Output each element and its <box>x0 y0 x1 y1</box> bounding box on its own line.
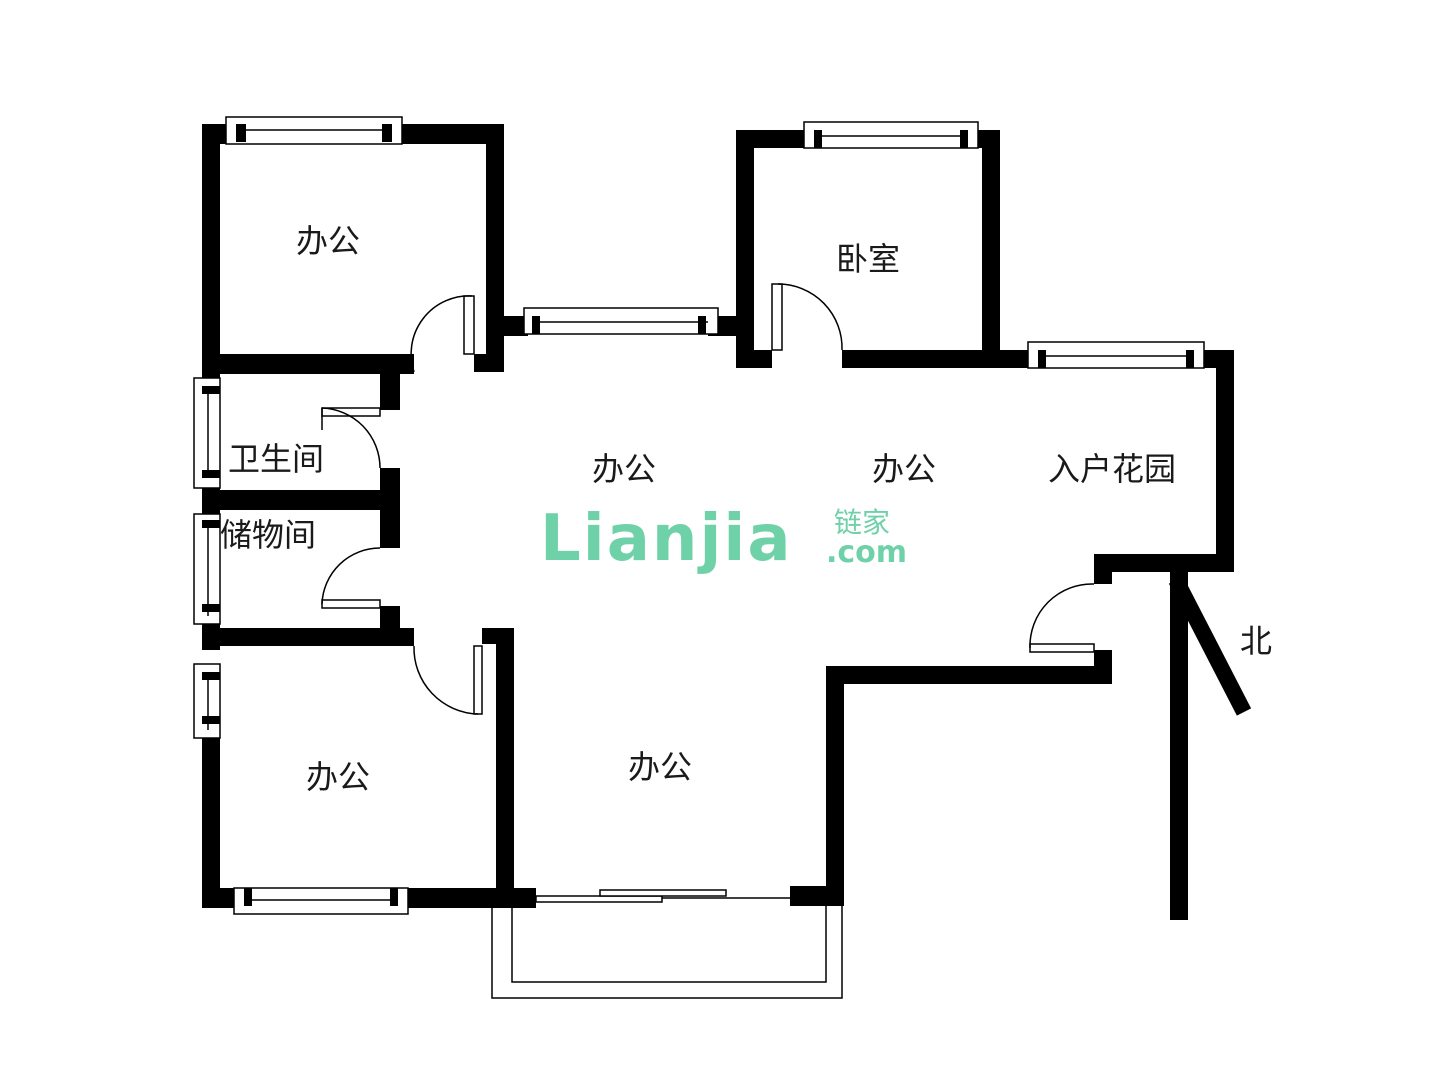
watermark-domain: .com <box>826 535 907 570</box>
room-label-bedroom: 卧室 <box>836 240 900 278</box>
north-label: 北 <box>1240 622 1272 660</box>
north-arrow-line <box>1168 576 1252 716</box>
room-label-bathroom: 卫生间 <box>228 440 324 478</box>
balcony-outline <box>491 906 843 999</box>
room-label-office-top-left: 办公 <box>296 222 360 260</box>
room-label-office-center-left: 办公 <box>592 450 656 488</box>
room-label-storage: 储物间 <box>220 516 316 554</box>
room-label-office-bottom-left: 办公 <box>306 758 370 796</box>
windows <box>193 116 1205 915</box>
doors <box>321 283 1095 715</box>
watermark: Lianjia 链家 .com <box>540 502 907 576</box>
room-label-office-center-right: 办公 <box>872 450 936 488</box>
watermark-brand: Lianjia <box>540 502 793 576</box>
room-label-office-bottom-center: 办公 <box>628 748 692 786</box>
watermark-brand-cn: 链家 <box>834 506 890 539</box>
room-label-entry-garden: 入户花园 <box>1048 450 1176 488</box>
room-labels: 办公 卧室 卫生间 储物间 办公 办公 入户花园 办公 办公 <box>220 222 1176 796</box>
